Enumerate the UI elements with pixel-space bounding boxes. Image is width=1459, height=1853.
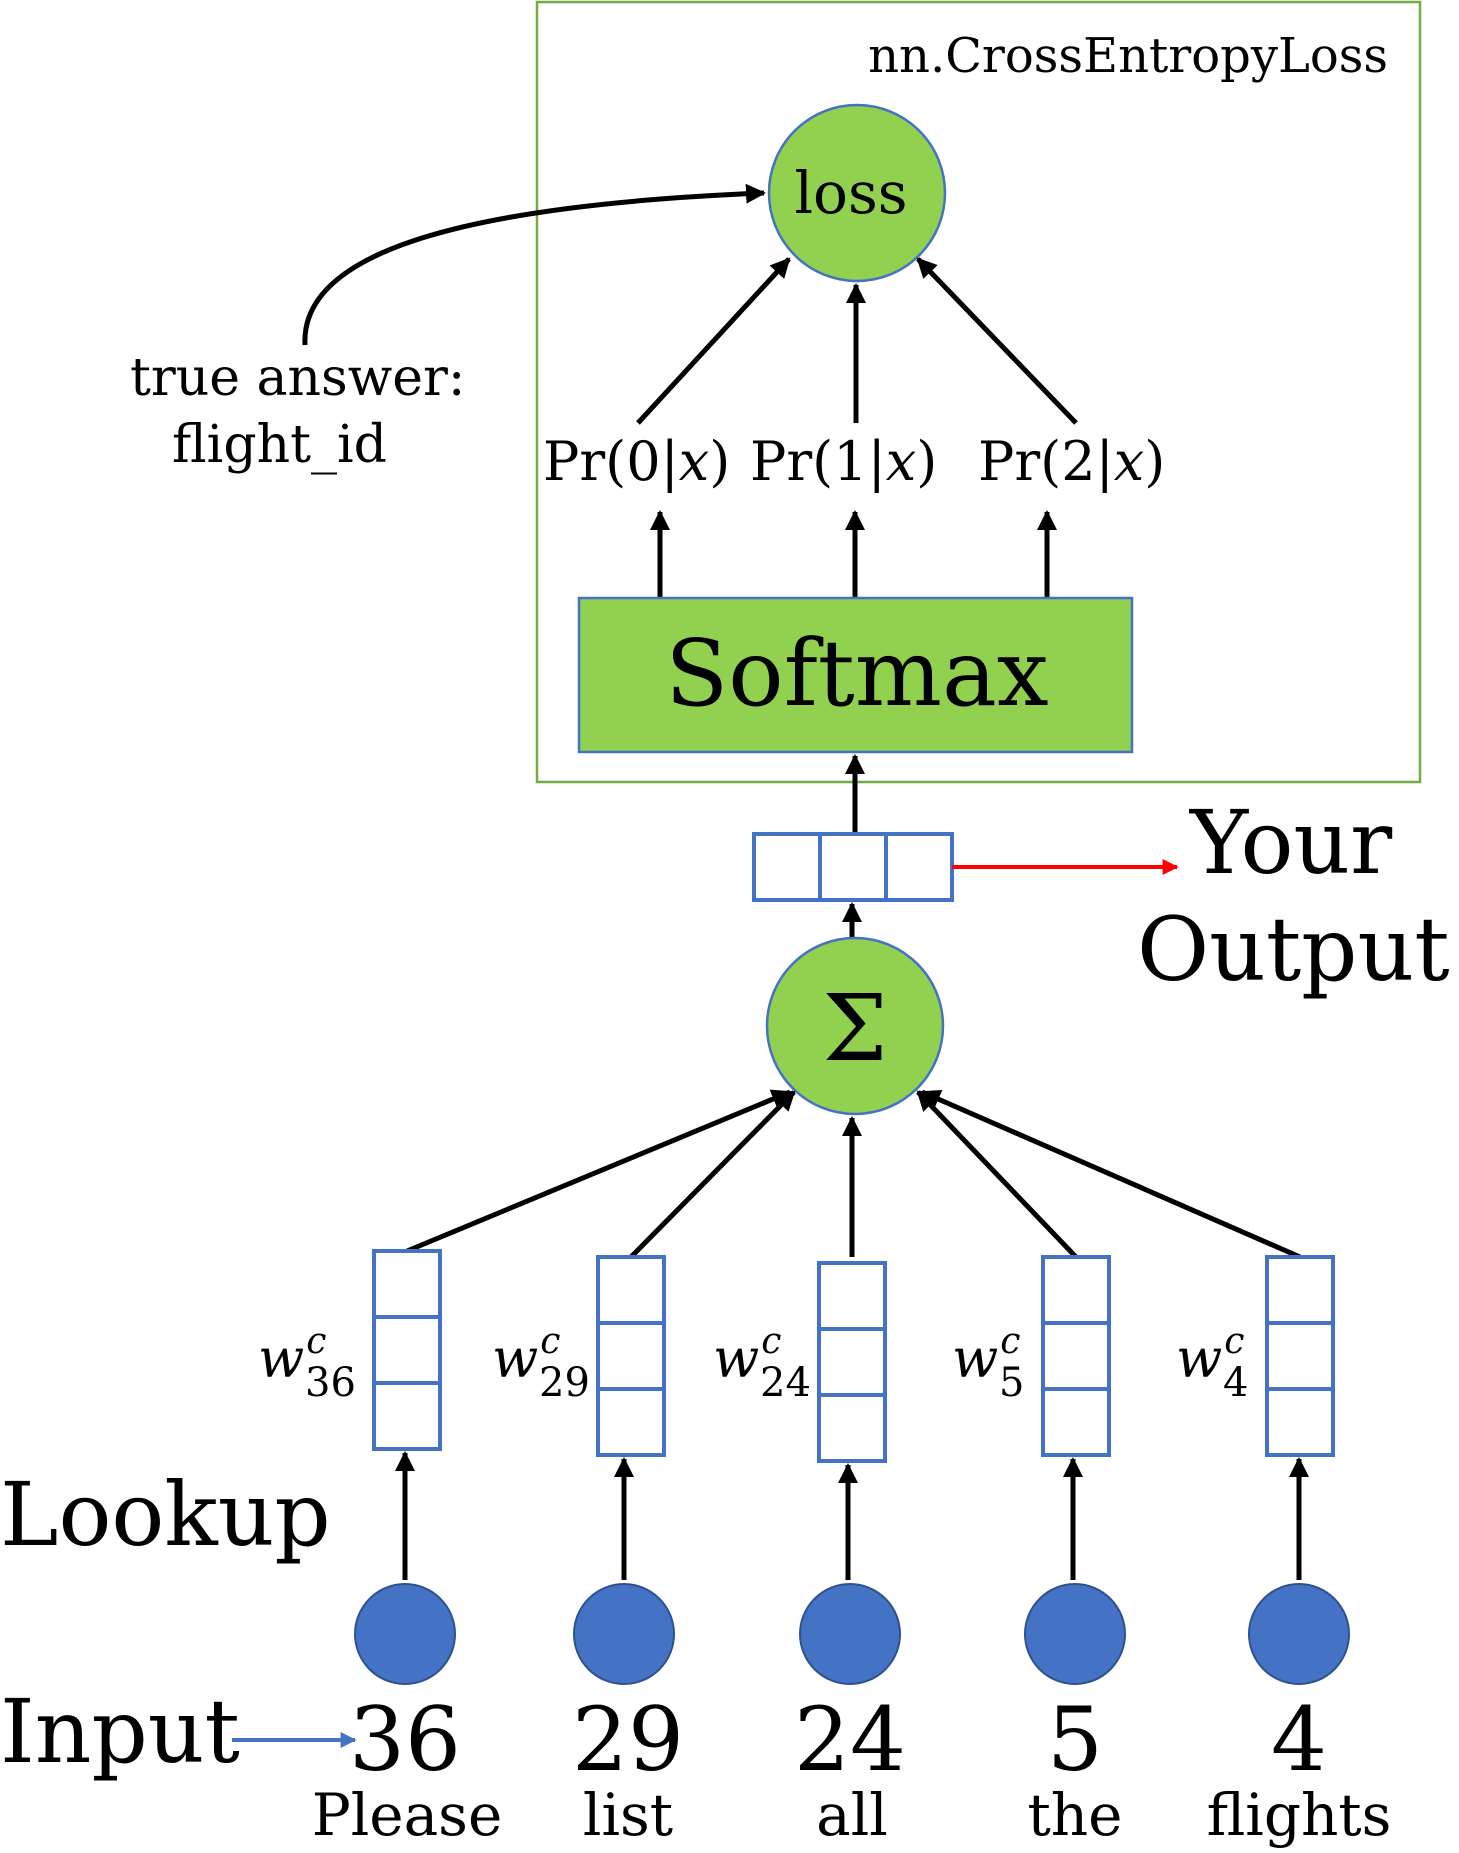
input-label: Input <box>0 1680 240 1783</box>
token-id-4: 4 <box>1271 1688 1327 1791</box>
embedding-vector-5 <box>1041 1255 1111 1457</box>
input-node-4 <box>1248 1583 1350 1685</box>
embedding-vector-4 <box>1265 1255 1335 1457</box>
your-output-label-line1: Your <box>1189 791 1393 894</box>
softmax-label: Softmax <box>665 620 1048 727</box>
output-vector <box>752 832 954 902</box>
input-node-29 <box>573 1583 675 1685</box>
true-answer-value: flight_id <box>172 415 387 475</box>
prob-0-to-loss-arrow <box>636 257 791 425</box>
token-word-please: Please <box>312 1781 503 1849</box>
embedding-vector-36 <box>372 1249 442 1451</box>
your-output-label-line2: Output <box>1137 898 1450 1001</box>
token-word-the: the <box>1028 1781 1123 1849</box>
cross-entropy-loss-box <box>535 0 1422 784</box>
token-word-all: all <box>816 1781 888 1849</box>
prob-label-1: Pr(1|x) <box>750 430 937 493</box>
prob-2-to-loss-arrow <box>916 257 1078 425</box>
loss-label: loss <box>795 159 908 227</box>
lookup-label: Lookup <box>0 1463 331 1566</box>
loss-node <box>767 103 947 283</box>
embedding-vector-29 <box>596 1255 666 1457</box>
sum-symbol: Σ <box>822 975 887 1082</box>
emb-3-to-sum-arrow <box>916 1090 1078 1259</box>
cross-entropy-loss-label: nn.CrossEntropyLoss <box>868 28 1388 84</box>
emb-4-to-sum-arrow <box>920 1089 1302 1260</box>
input-node-36 <box>354 1583 456 1685</box>
token-id-5: 5 <box>1047 1688 1103 1791</box>
softmax-block <box>577 596 1134 754</box>
prob-label-2: Pr(2|x) <box>978 430 1165 493</box>
token-word-list: list <box>583 1781 673 1849</box>
prob-label-0: Pr(0|x) <box>543 430 730 493</box>
input-node-5 <box>1024 1583 1126 1685</box>
input-node-24 <box>799 1583 901 1685</box>
emb-0-to-sum-arrow <box>406 1089 792 1254</box>
token-id-29: 29 <box>572 1688 684 1791</box>
token-id-36: 36 <box>349 1688 461 1791</box>
embedding-vector-24 <box>817 1261 887 1463</box>
true-answer-label: true answer: <box>130 348 465 408</box>
token-id-24: 24 <box>794 1688 906 1791</box>
emb-1-to-sum-arrow <box>629 1090 796 1259</box>
true-answer-arrow <box>302 183 766 346</box>
token-word-flights: flights <box>1207 1781 1392 1849</box>
sum-node <box>765 936 945 1116</box>
